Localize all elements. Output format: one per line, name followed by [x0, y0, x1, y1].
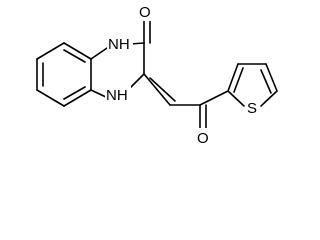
- bond: [143, 73, 171, 106]
- bond: [199, 90, 229, 106]
- double-bond-inner: [260, 69, 272, 94]
- bond: [265, 63, 278, 92]
- lactam-carbonyl: [143, 18, 151, 44]
- ketone-linker: [169, 90, 229, 129]
- bond: [36, 89, 65, 107]
- bond: [227, 63, 239, 92]
- lactam-oxygen-label: O: [139, 4, 151, 21]
- benzene-ring: [36, 42, 92, 107]
- bond: [90, 45, 111, 60]
- nh-bottom-label: NH: [106, 87, 128, 104]
- double-bond-inner: [63, 49, 86, 63]
- bond: [63, 89, 92, 107]
- double-bond-inner: [233, 67, 244, 93]
- bond: [63, 42, 92, 60]
- double-bond-inner: [63, 86, 86, 100]
- exocyclic-alkene: [143, 73, 176, 106]
- bond: [227, 90, 245, 107]
- atom-labels: NH O NH O S: [105, 4, 259, 147]
- ketone-oxygen-label: O: [197, 130, 209, 147]
- thiophene-sulfur-label: S: [247, 100, 257, 117]
- bond: [36, 42, 65, 60]
- bond: [260, 90, 278, 107]
- thiophene-ring: [227, 63, 278, 107]
- chemical-structure: NH O NH O S: [36, 4, 278, 147]
- double-bond: [149, 77, 176, 102]
- nh-top-label: NH: [108, 36, 130, 53]
